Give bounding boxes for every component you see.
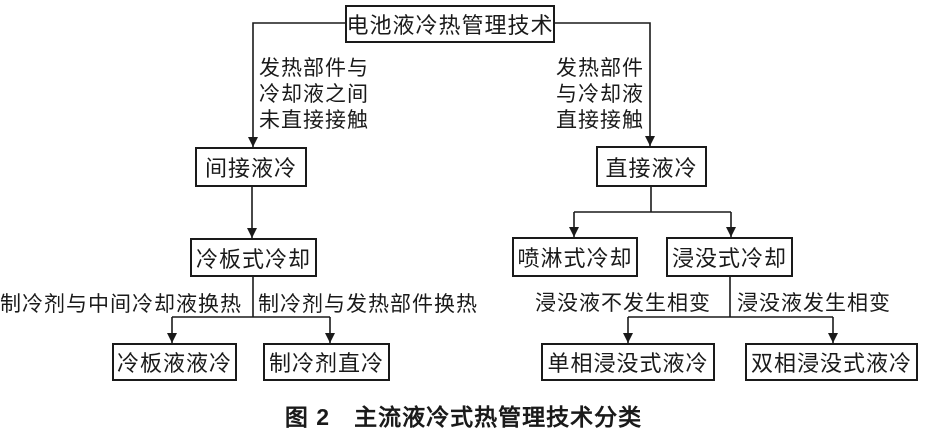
edge-label-direct-branch: 发热部件 与冷却液 直接接触 bbox=[552, 55, 644, 133]
node-cold-plate-cooling: 冷板式冷却 bbox=[190, 238, 317, 277]
node-refrigerant-direct-cooling: 制冷剂直冷 bbox=[263, 343, 390, 381]
edge-label-cold-plate-right: 制冷剂与发热部件换热 bbox=[258, 292, 478, 316]
node-spray-cooling: 喷淋式冷却 bbox=[512, 237, 638, 277]
node-immersion-cooling: 浸没式冷却 bbox=[666, 237, 793, 277]
node-indirect-liquid-cooling: 间接液冷 bbox=[195, 147, 307, 187]
edge-label-line: 与冷却液 bbox=[556, 82, 644, 106]
edge-label-line: 未直接接触 bbox=[259, 108, 369, 132]
node-root: 电池液冷热管理技术 bbox=[345, 5, 555, 43]
edge-label-immersion-left: 浸没液不发生相变 bbox=[535, 291, 711, 315]
edge-label-line: 直接接触 bbox=[556, 108, 644, 132]
node-cold-plate-liquid-liquid: 冷板液液冷 bbox=[112, 343, 237, 381]
edge-label-line: 冷却液之间 bbox=[259, 82, 369, 106]
edge-label-line: 发热部件 bbox=[556, 56, 644, 80]
node-two-phase-immersion: 双相浸没式液冷 bbox=[745, 343, 918, 381]
edge-label-immersion-right: 浸没液发生相变 bbox=[737, 291, 891, 315]
figure-caption: 图 2 主流液冷式热管理技术分类 bbox=[284, 404, 643, 430]
node-direct-liquid-cooling: 直接液冷 bbox=[596, 146, 707, 187]
edge-label-cold-plate-left: 制冷剂与中间冷却液换热 bbox=[0, 292, 242, 316]
edge-label-line: 发热部件与 bbox=[259, 56, 369, 80]
node-single-phase-immersion: 单相浸没式液冷 bbox=[541, 343, 715, 381]
edge-label-indirect-branch: 发热部件与 冷却液之间 未直接接触 bbox=[259, 55, 369, 133]
